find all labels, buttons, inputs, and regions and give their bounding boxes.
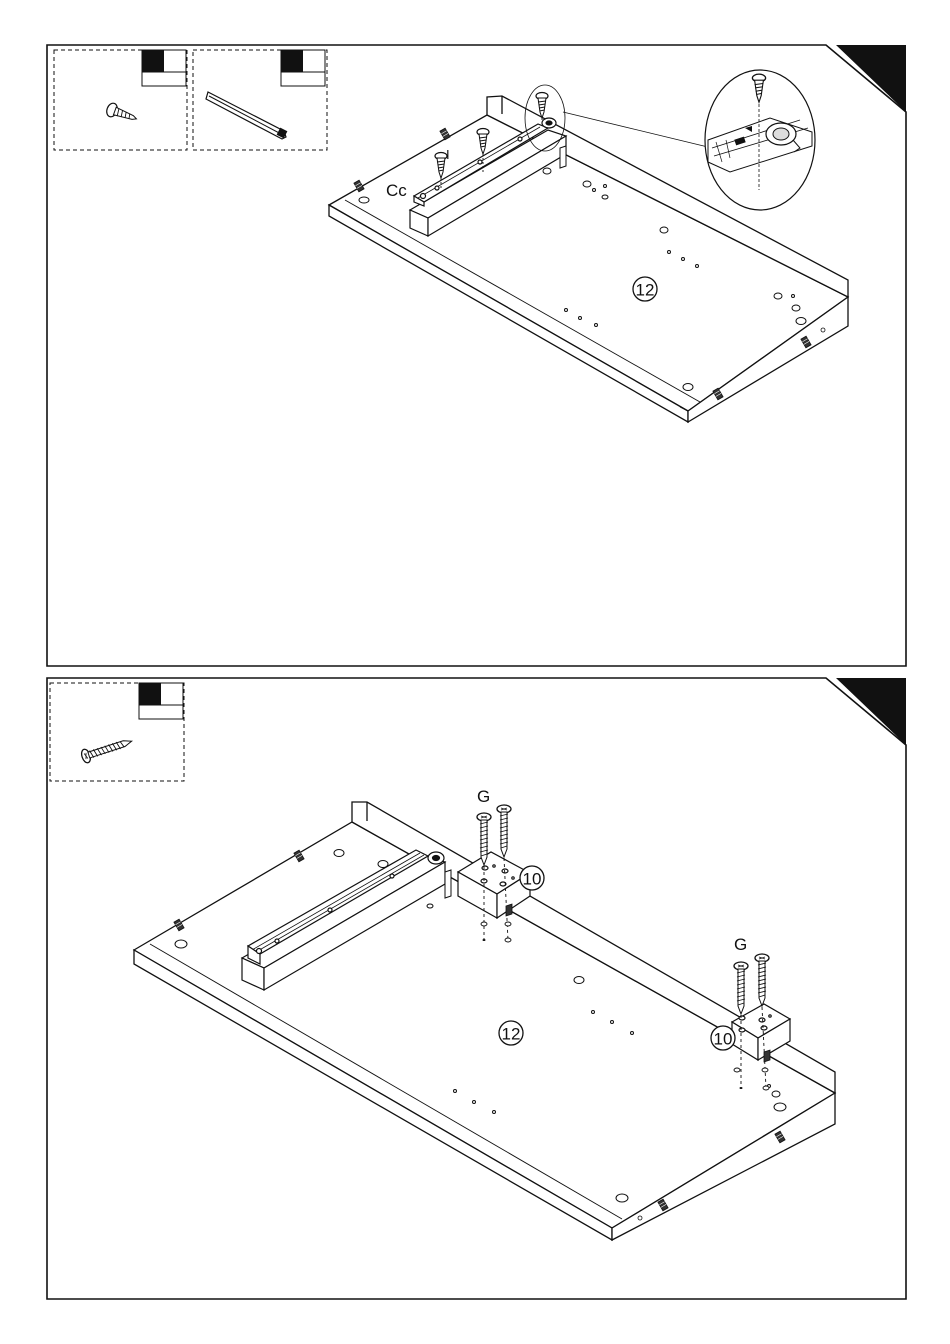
parts-box-slide — [193, 50, 327, 150]
quantity-tag — [139, 683, 183, 719]
block-number-left: 10 — [523, 870, 542, 889]
screw-icon — [105, 102, 139, 126]
drawer-slide-icon — [206, 92, 287, 139]
slide-label: Cc — [386, 181, 407, 200]
panel-number-badge-step2: 12 — [499, 1021, 523, 1045]
parts-box-screw — [54, 50, 187, 150]
block-dowel — [445, 870, 451, 898]
parts-box-long-screw — [50, 683, 184, 781]
screw-label: I — [446, 147, 450, 162]
panel-number: 12 — [636, 281, 655, 300]
block-number-badge-right: 10 — [711, 1026, 735, 1050]
screw-label-left: G — [477, 787, 490, 806]
long-screw-icon — [80, 735, 134, 764]
step-corner-marker — [836, 45, 906, 112]
panel-number-step2: 12 — [502, 1025, 521, 1044]
block-number-right: 10 — [714, 1030, 733, 1049]
block-number-badge-left: 10 — [520, 866, 544, 890]
magnified-detail — [705, 70, 815, 210]
panel-number-badge: 12 — [633, 277, 657, 301]
block-dowel — [560, 146, 566, 168]
step-corner-marker — [836, 678, 906, 745]
quantity-tag — [142, 50, 186, 86]
screw-label-right: G — [734, 935, 747, 954]
quantity-tag — [281, 50, 325, 86]
